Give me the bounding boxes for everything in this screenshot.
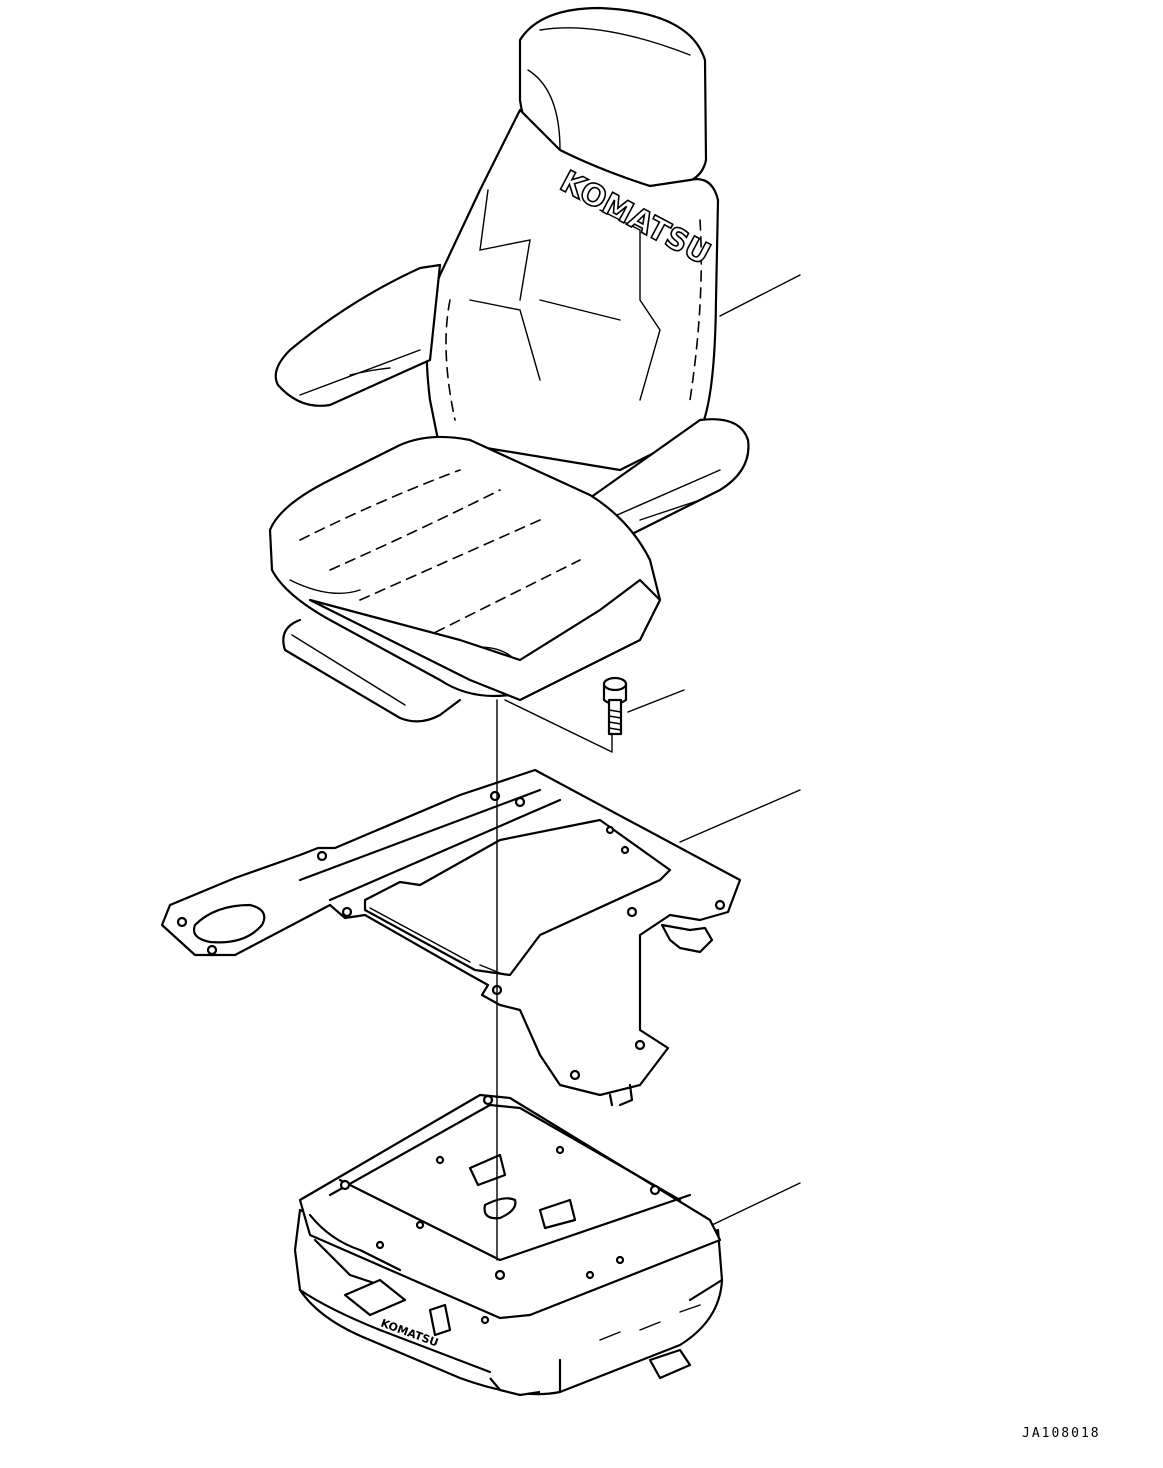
suspension-center-slot bbox=[483, 1197, 517, 1220]
drawing-code-label: JA108018 bbox=[1022, 1426, 1101, 1441]
bracket-connector-tab bbox=[660, 923, 714, 954]
left-armrest bbox=[274, 263, 442, 407]
bolt-callout-leader bbox=[627, 689, 685, 713]
suspension-unit: KOMATSU bbox=[293, 1093, 801, 1397]
assembly-center-lines bbox=[496, 699, 613, 1261]
seat-assembly: KOMATSU bbox=[268, 6, 801, 723]
seat-slide-base bbox=[308, 578, 662, 702]
bracket-plate bbox=[160, 768, 742, 1097]
bracket-callout-leader bbox=[679, 789, 801, 843]
suspension-holes bbox=[339, 1094, 661, 1325]
bracket-left-slot bbox=[192, 903, 266, 944]
seat-mounting-bracket bbox=[160, 768, 801, 1107]
seat-cushion bbox=[268, 435, 662, 698]
suspension-callout-leader bbox=[711, 1182, 801, 1226]
seat-callout-leader bbox=[719, 274, 801, 317]
mounting-bolt bbox=[602, 676, 685, 736]
bracket-center-opening bbox=[363, 818, 672, 977]
slide-adjust-lever bbox=[282, 618, 462, 723]
